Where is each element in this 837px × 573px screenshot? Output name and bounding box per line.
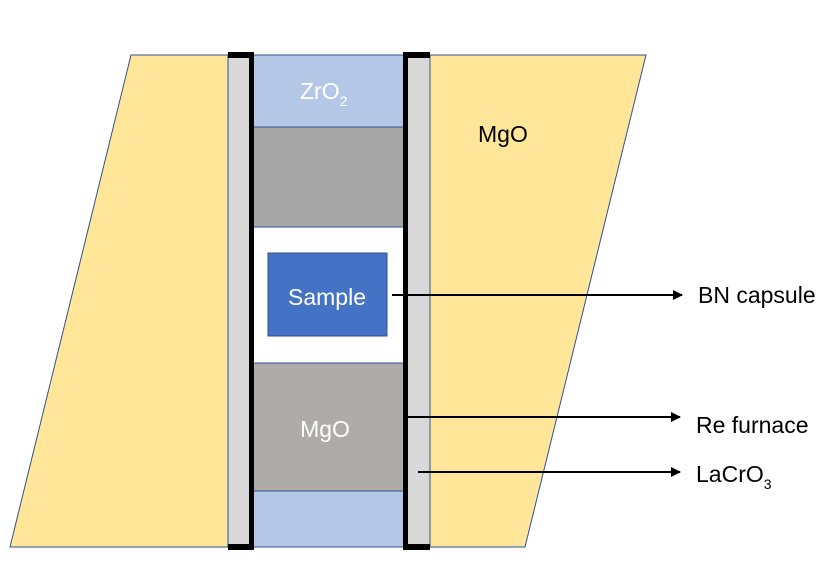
re-furnace-label: Re furnace (696, 412, 809, 438)
re-furnace-right-cap-bottom (404, 544, 430, 550)
zro2-top-plug (251, 54, 407, 128)
zro2-bottom-plug (251, 490, 407, 548)
mgo-upper-plug (251, 126, 407, 228)
re-furnace-left-cap-bottom (228, 544, 252, 550)
mgo-lower-plug (251, 362, 407, 492)
sample-box (267, 252, 388, 337)
re-furnace-left-wall (249, 52, 254, 550)
lacro3-sleeve-left (227, 54, 253, 548)
mgo-inner-label: MgO (300, 416, 350, 442)
sample-label: Sample (288, 284, 366, 310)
re-furnace-right-wall (403, 52, 408, 550)
re-furnace-right (404, 52, 430, 58)
mgo-outer-label: MgO (478, 121, 528, 147)
lacro3-label: LaCrO3 (696, 461, 772, 492)
lacro3-sleeve-right (405, 54, 431, 548)
re-furnace-left (228, 52, 252, 58)
zro2-label: ZrO2 (300, 78, 348, 109)
bn-capsule-label: BN capsule (698, 282, 816, 308)
